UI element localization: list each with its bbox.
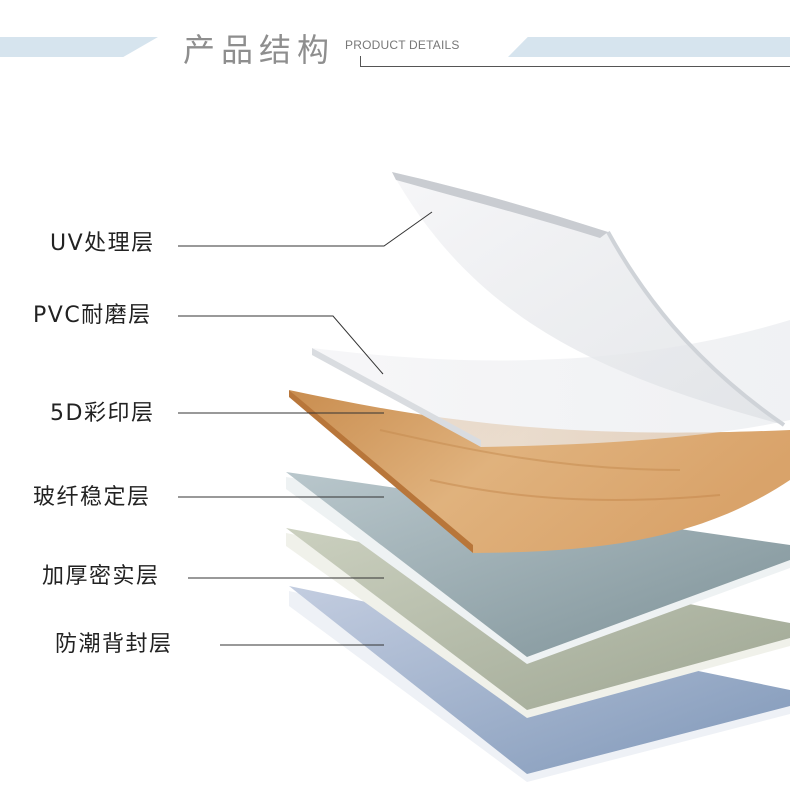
- header-accent-band-right: [508, 37, 790, 57]
- wood-print-layer-sheet: [289, 390, 790, 553]
- section-subtitle: PRODUCT DETAILS: [345, 38, 460, 52]
- fiberglass-layer-sheet: [286, 472, 790, 664]
- leader-line-pvc: [178, 315, 384, 375]
- section-title: 产品结构: [183, 31, 336, 69]
- header-rule: [360, 66, 790, 67]
- label-dense-layer: 加厚密实层: [42, 564, 160, 589]
- label-pvc-layer: PVC耐磨层: [33, 303, 152, 328]
- header-rule-tick: [360, 56, 361, 66]
- uv-treatment-layer-sheet: [392, 172, 786, 427]
- label-5d-print-layer: 5D彩印层: [50, 401, 155, 426]
- label-fiberglass-layer: 玻纤稳定层: [33, 485, 151, 510]
- header-accent-band-left: [0, 37, 158, 57]
- label-backing-layer: 防潮背封层: [55, 632, 173, 657]
- leader-line-uv: [178, 211, 433, 247]
- label-uv-layer: UV处理层: [50, 231, 155, 256]
